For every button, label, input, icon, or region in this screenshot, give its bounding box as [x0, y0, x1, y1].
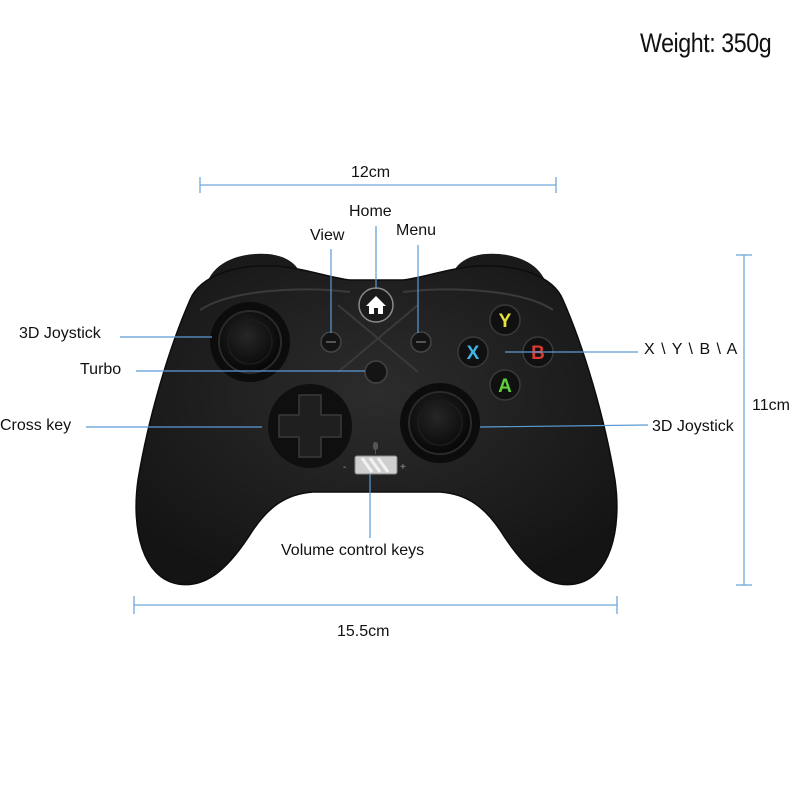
menu-button[interactable]	[410, 331, 432, 353]
face-button-a[interactable]: A	[489, 369, 521, 401]
dimension-top-line	[199, 177, 557, 193]
label-cross-key: Cross key	[0, 417, 72, 434]
face-button-y-letter: Y	[499, 311, 512, 332]
face-button-x[interactable]: X	[457, 336, 489, 368]
weight-label: Weight: 350g	[640, 28, 772, 58]
home-icon	[366, 296, 386, 314]
label-view: View	[310, 227, 345, 244]
label-home: Home	[349, 203, 392, 220]
dimension-bottom-line	[133, 596, 618, 614]
label-menu: Menu	[396, 222, 437, 239]
turbo-button[interactable]	[364, 360, 388, 384]
volume-control-keys[interactable]: - +	[343, 455, 406, 475]
leader-joystick-right	[479, 424, 649, 428]
face-button-b-letter: B	[531, 343, 545, 364]
leader-lines	[86, 226, 649, 538]
volume-minus-sign: -	[343, 462, 346, 473]
mic-icon	[373, 442, 378, 454]
home-button[interactable]	[358, 287, 394, 323]
label-volume-control: Volume control keys	[281, 542, 425, 559]
right-joystick[interactable]	[400, 383, 480, 463]
view-button[interactable]	[320, 331, 342, 353]
face-button-x-letter: X	[467, 343, 480, 364]
label-face-buttons: X \ Y \ B \ A	[644, 341, 739, 358]
face-button-a-letter: A	[498, 376, 512, 397]
label-joystick-right: 3D Joystick	[652, 418, 734, 435]
dimension-bottom-label: 15.5cm	[337, 623, 390, 640]
volume-plus-sign: +	[400, 462, 406, 473]
face-button-y[interactable]: Y	[489, 304, 521, 336]
dimension-height-label: 11cm	[752, 397, 790, 414]
cross-key-dpad[interactable]	[268, 384, 352, 468]
dimension-height-line	[736, 254, 752, 586]
label-turbo: Turbo	[80, 361, 122, 378]
dimension-top-label: 12cm	[351, 164, 391, 181]
label-joystick-left: 3D Joystick	[19, 325, 101, 342]
left-joystick[interactable]	[210, 302, 290, 382]
